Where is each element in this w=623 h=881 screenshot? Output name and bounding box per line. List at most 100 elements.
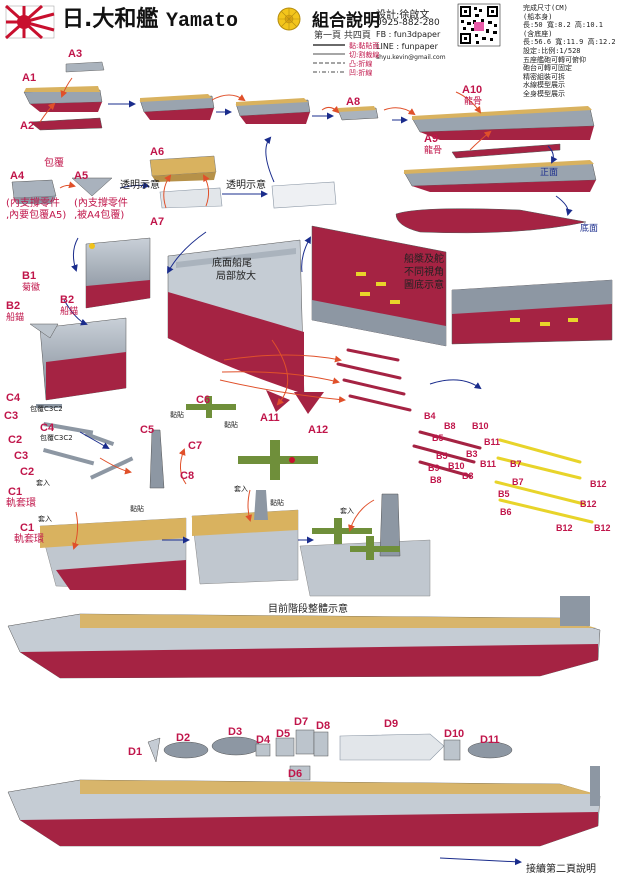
label-b11-b: B11 xyxy=(480,459,497,469)
note-glue-3: 黏貼 xyxy=(130,505,144,513)
label-b2-top: B2 xyxy=(60,294,75,306)
label-d1: D1 xyxy=(128,746,143,758)
note-rudder-2: 不同視角 xyxy=(404,267,444,278)
label-d2: D2 xyxy=(176,732,191,744)
legend-lines xyxy=(313,44,345,73)
label-a11: A11 xyxy=(260,412,280,424)
label-a12: A12 xyxy=(308,424,329,436)
label-c4-a: C4 xyxy=(6,392,21,404)
label-c2-b: C2 xyxy=(20,466,35,478)
label-b9: B9 xyxy=(428,463,440,473)
label-d4: D4 xyxy=(256,734,271,746)
spec-line: 砲台可轉可固定 xyxy=(523,64,572,73)
label-b12-d: B12 xyxy=(594,523,611,533)
label-c8: C8 xyxy=(180,470,195,482)
note-insert-1: 套入 xyxy=(36,479,50,487)
label-a1: A1 xyxy=(22,72,37,84)
part-a7 xyxy=(159,187,223,209)
note-rudder-1: 船槳及舵 xyxy=(404,254,444,265)
label-b7-b: B7 xyxy=(512,477,524,487)
qr-code xyxy=(457,3,501,47)
label-d11: D11 xyxy=(480,734,500,746)
spec-line: 五座艦砲可轉可俯仰 xyxy=(523,55,586,64)
label-c1-a: C1 xyxy=(8,486,23,498)
fb-handle: FB : fun3dpaper xyxy=(376,30,441,39)
label-b8-b: B8 xyxy=(430,475,442,485)
chrysanthemum-crest-icon xyxy=(277,7,301,31)
label-a10: A10 xyxy=(462,84,483,96)
note-rail-1: 軌套環 xyxy=(6,498,36,509)
note-anchor-2: 船錨 xyxy=(6,313,25,323)
label-b2-left: B2 xyxy=(6,300,21,312)
label-b10-b: B10 xyxy=(448,461,465,471)
part-a12 xyxy=(294,392,324,414)
label-b6: B6 xyxy=(500,507,512,517)
label-c6: C6 xyxy=(196,394,211,406)
note-keel-1: 龍骨 xyxy=(464,97,483,107)
label-b5-b: B5 xyxy=(436,451,448,461)
spec-line: 長:56.6 寬:11.9 高:12.2 xyxy=(523,38,616,47)
page-title: 日.大和艦 Yamato xyxy=(62,6,238,36)
note-transparent-2: 透明示意 xyxy=(226,180,266,191)
legend-valley: 凹:折線 xyxy=(349,69,373,77)
hull-stern-stage-1 xyxy=(23,86,103,112)
legend-cut: 切:割裁線 xyxy=(349,51,380,59)
page-info: 第一頁 共四頁 xyxy=(314,31,371,41)
aircraft-large xyxy=(238,440,318,480)
d-parts xyxy=(147,729,513,781)
label-d6: D6 xyxy=(288,768,303,780)
ship-full-view-next xyxy=(7,766,601,847)
part-a4 xyxy=(11,179,57,204)
label-c2-a: C2 xyxy=(8,434,23,446)
aircraft-on-deck xyxy=(312,518,400,560)
note-keel-2: 龍骨 xyxy=(424,146,443,156)
rudder-zoom-view xyxy=(311,225,447,347)
line-handle: LINE : funpaper xyxy=(376,42,438,51)
note-c4-wrap: 包覆C3C2 xyxy=(30,405,63,413)
part-a8 xyxy=(337,106,379,121)
label-b10-a: B10 xyxy=(472,421,489,431)
label-a7: A7 xyxy=(150,216,165,228)
note-anchor-1: 船錨 xyxy=(60,307,79,317)
label-a8: A8 xyxy=(346,96,361,108)
label-b1: B1 xyxy=(22,270,37,282)
deck-scene-1 xyxy=(39,517,187,591)
note-chrysanthemum: 菊徽 xyxy=(22,283,41,293)
legend-mountain: 凸:折線 xyxy=(349,60,373,68)
aircraft-c6 xyxy=(186,396,236,418)
note-glue-4: 黏貼 xyxy=(270,499,284,507)
label-c3-a: C3 xyxy=(4,410,19,422)
transparent-view xyxy=(271,181,337,209)
note-a4-2: ,內要包覆A5) xyxy=(6,210,67,221)
spec-line: (含底座) xyxy=(523,29,553,38)
label-c4-b: C4 xyxy=(40,422,55,434)
note-insert-3: 套入 xyxy=(234,485,248,493)
c-parts xyxy=(36,404,165,489)
label-b12-a: B12 xyxy=(590,479,607,489)
label-b8-a: B8 xyxy=(444,421,456,431)
hull-main-keel-a10 xyxy=(411,106,595,140)
spec-line: 精密組裝可拆 xyxy=(523,72,565,81)
note-continue: 接續第二頁說明 xyxy=(526,864,596,875)
propeller-shafts xyxy=(336,348,594,524)
label-d10: D10 xyxy=(444,728,465,740)
note-insert-4: 套入 xyxy=(340,507,354,515)
note-a4-1: (內支撐零件 xyxy=(6,198,60,209)
note-front: 正面 xyxy=(540,168,559,178)
label-b12-c: B12 xyxy=(556,523,573,533)
hull-stern-stage-2 xyxy=(139,94,215,120)
label-c1-b: C1 xyxy=(20,522,35,534)
caption-current-stage: 目前階段整體示意 xyxy=(268,604,348,615)
spec-line: 完成尺寸(CM) xyxy=(523,4,568,12)
ship-full-view-current xyxy=(7,596,601,679)
part-a3 xyxy=(65,61,105,73)
label-a5: A5 xyxy=(74,170,89,182)
label-a3: A3 xyxy=(68,48,83,60)
label-a6: A6 xyxy=(150,146,165,158)
label-d5: D5 xyxy=(276,728,291,740)
assembly-arrows xyxy=(39,77,492,550)
label-c7: C7 xyxy=(188,440,203,452)
label-c3-b: C3 xyxy=(14,450,29,462)
